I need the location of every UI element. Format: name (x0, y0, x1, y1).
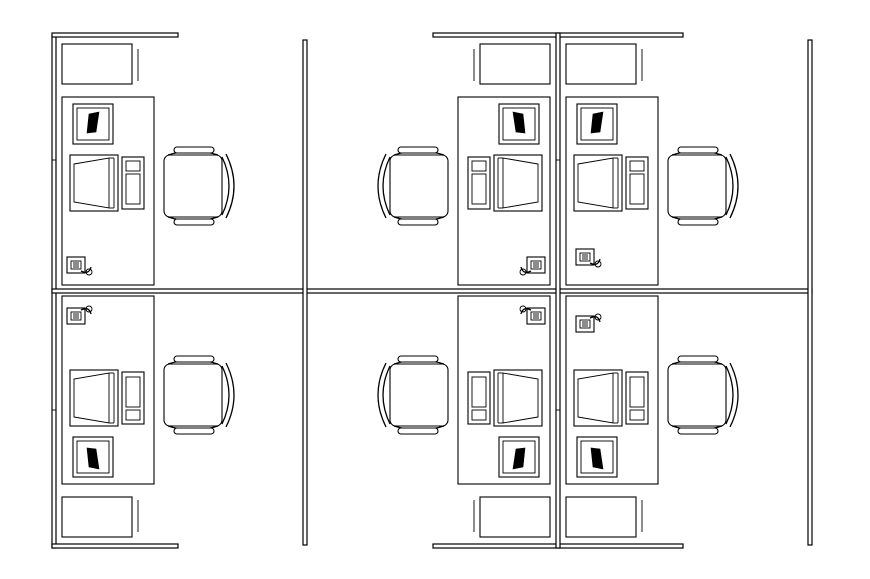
center-partition (51, 288, 813, 294)
workstation-ws-6 (565, 295, 739, 538)
workstation-furniture (61, 43, 235, 286)
workstation-furniture (377, 43, 551, 286)
partition-walls (51, 32, 813, 549)
vertical-partition-2 (555, 32, 561, 549)
vertical-partition-3 (807, 39, 813, 546)
vertical-partition-1 (302, 39, 308, 546)
workstation-furniture (61, 295, 235, 538)
workstation-ws-2 (61, 295, 235, 538)
bottom-partition-left (51, 543, 179, 549)
workstation-ws-3 (377, 43, 551, 286)
workstation-furniture (377, 295, 551, 538)
workstation-ws-1 (61, 43, 235, 286)
workstation-ws-4 (377, 295, 551, 538)
top-partition-left (51, 32, 179, 38)
workstation-ws-5 (565, 43, 739, 286)
